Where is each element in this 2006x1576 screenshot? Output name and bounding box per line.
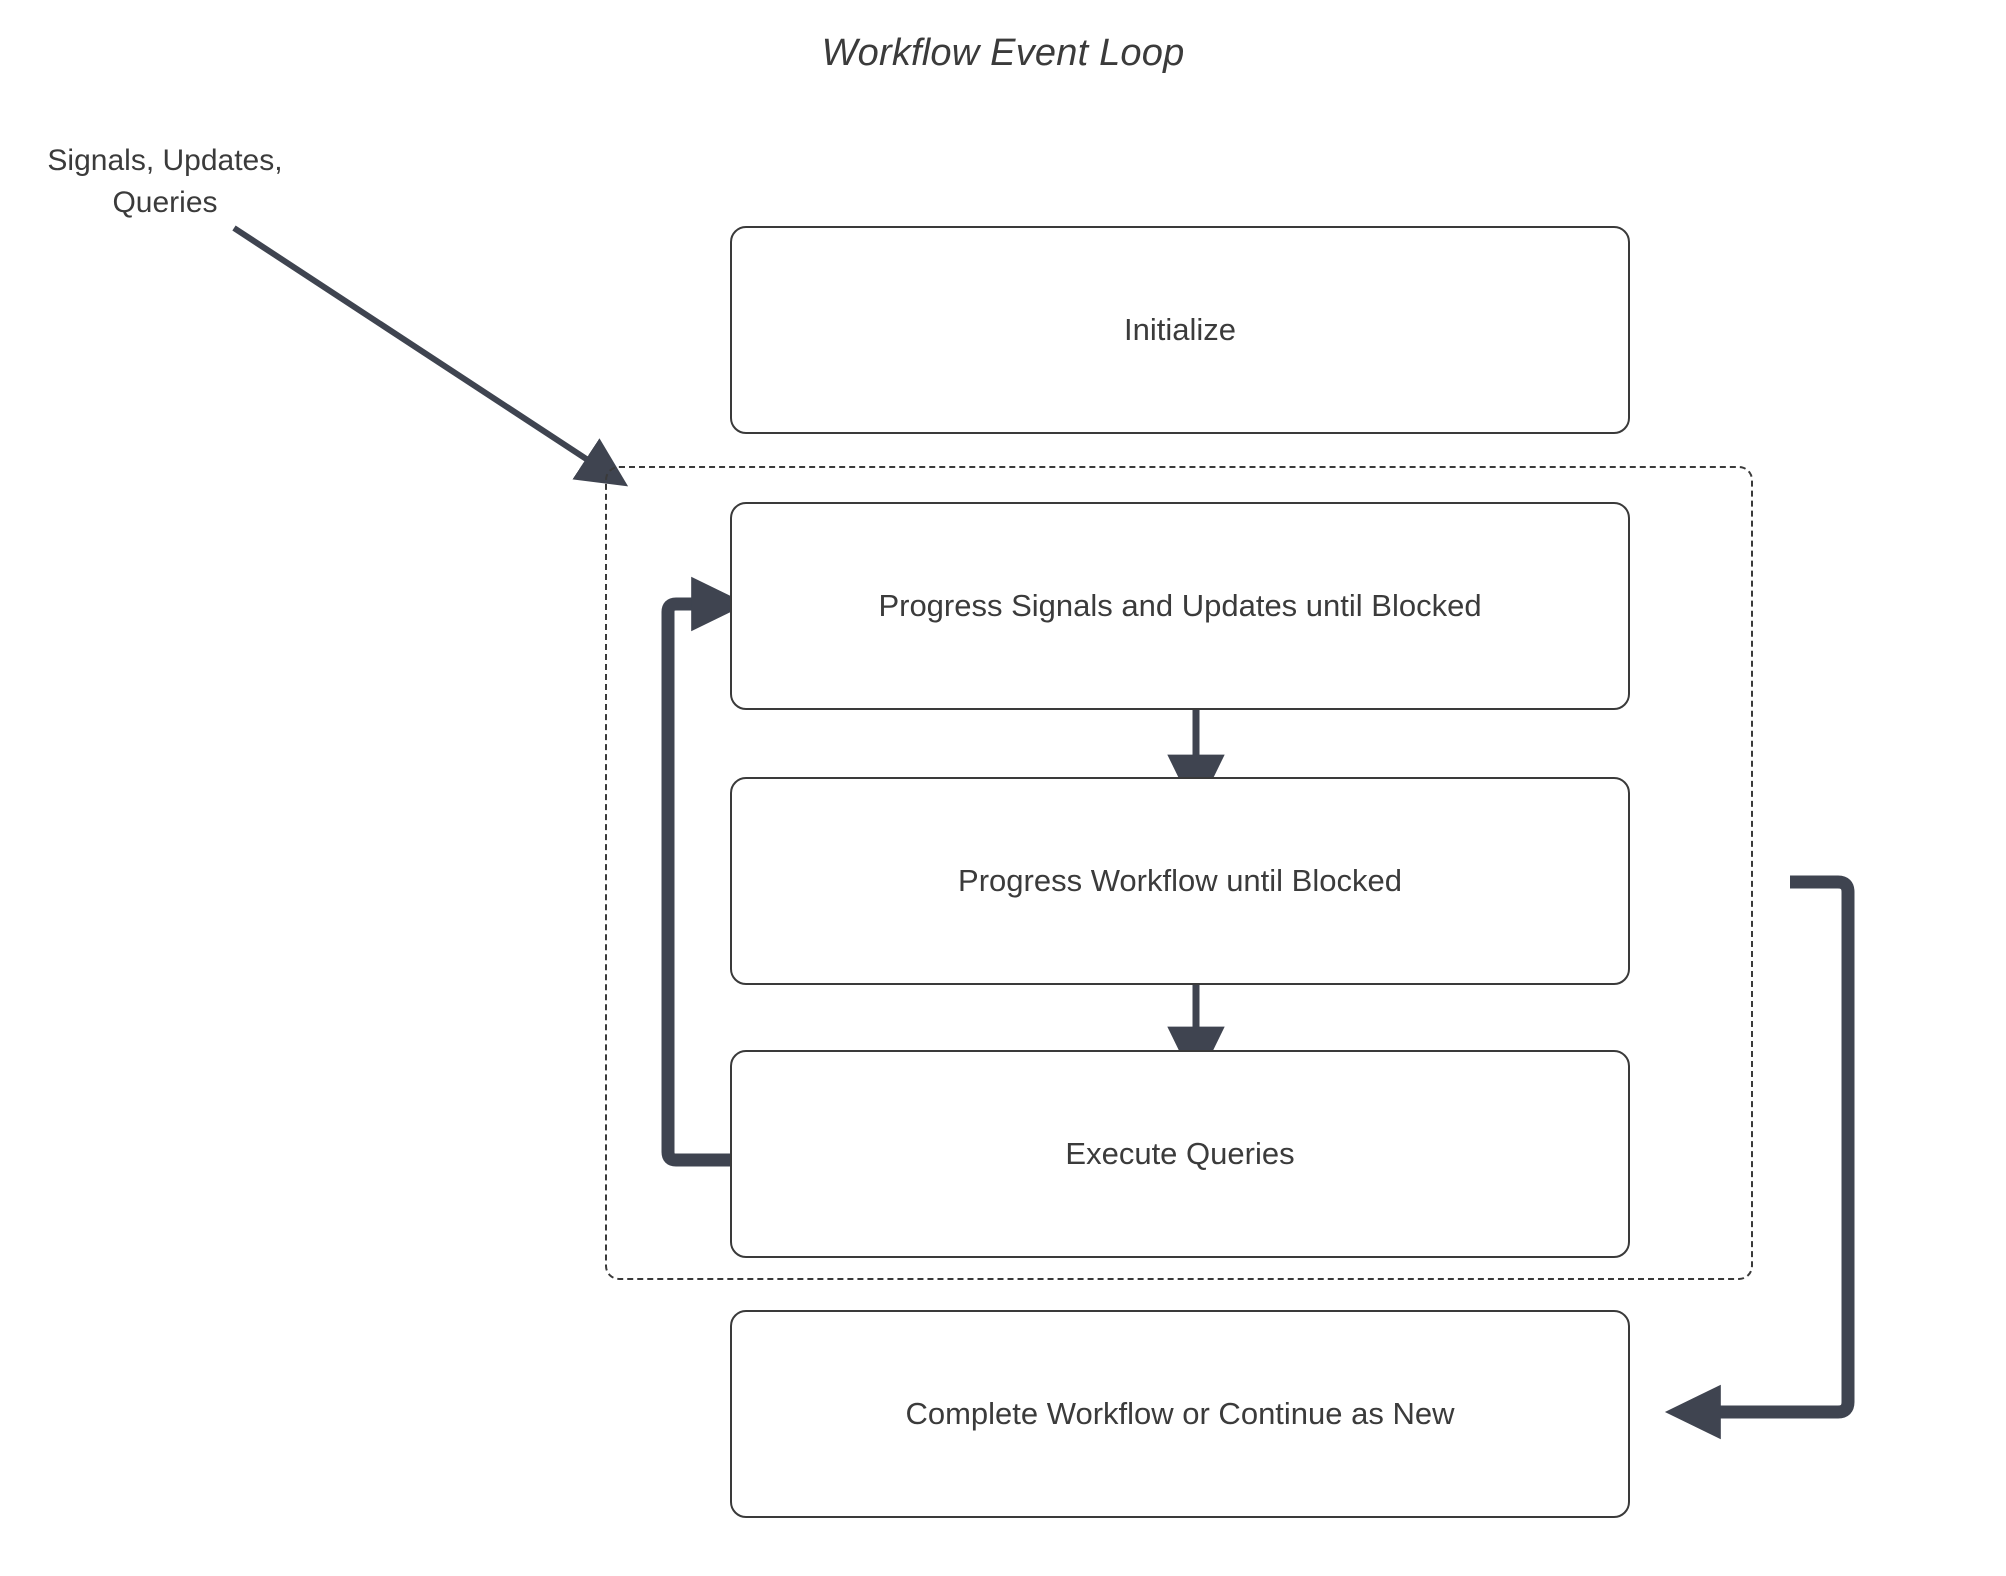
node-complete-workflow-label: Complete Workflow or Continue as New (905, 1396, 1455, 1431)
node-initialize[interactable]: Initialize (730, 226, 1630, 434)
node-progress-workflow-label: Progress Workflow until Blocked (958, 863, 1402, 898)
page-title: Workflow Event Loop (821, 32, 1185, 74)
event-loop-group (605, 466, 1753, 1280)
edge-loop-to-complete-workflow (1664, 875, 1855, 1440)
edge-execute-queries-loopback (661, 576, 748, 1167)
node-execute-queries-label: Execute Queries (1065, 1136, 1295, 1171)
node-complete-workflow[interactable]: Complete Workflow or Continue as New (730, 1310, 1630, 1518)
node-initialize-label: Initialize (1124, 312, 1236, 347)
node-execute-queries[interactable]: Execute Queries (730, 1050, 1630, 1258)
node-progress-signals-label: Progress Signals and Updates until Block… (878, 588, 1482, 623)
input-edge-label: Signals, Updates, Queries (47, 144, 283, 219)
node-progress-signals[interactable]: Progress Signals and Updates until Block… (730, 502, 1630, 710)
edge-input-to-loop (232, 225, 629, 487)
node-progress-workflow[interactable]: Progress Workflow until Blocked (730, 777, 1630, 985)
